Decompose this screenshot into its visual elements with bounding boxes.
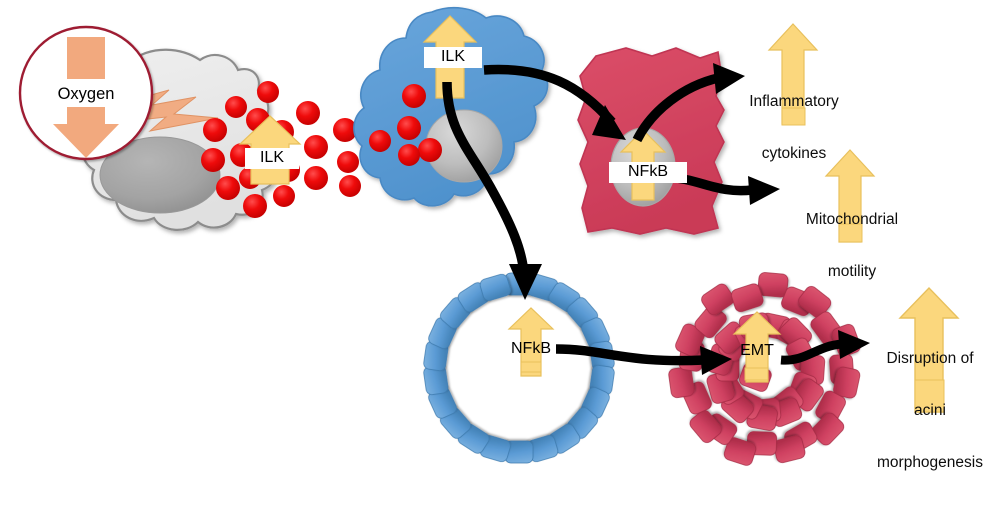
blue-cell-ros-dots [369,84,442,166]
flow-arrow-nfkb-to-emt [555,344,732,375]
mitochondrial-motility-arrow-tail [838,223,863,243]
disruption-acini-arrow-tail [914,379,945,413]
pathway-diagram-svg [18,6,960,466]
flow-arrow-ilk-to-acinus [442,81,542,300]
pathway-diagram-canvas: Oxygen ILK ILK NFkB NFkB EMT Inflammator… [18,6,983,471]
flow-arrows [442,63,870,375]
oxygen-down-arrow-icon [53,37,119,158]
nfkb-acinus-arrow-tail [520,361,542,373]
oxygen-circle [18,25,154,161]
blue-acinus [423,272,615,464]
flow-arrow-nfkb-to-cytokines [632,63,745,143]
flow-arrow-ilk-to-nfkb [483,64,626,140]
arrow-tail-stubs [520,107,945,413]
emt-acinus-arrow-tail [744,367,769,381]
inflammatory-cytokines-arrow-tail [781,107,806,126]
hypoxic-cell-nucleus [99,136,221,214]
flow-arrow-emt-to-disruption [780,330,870,365]
